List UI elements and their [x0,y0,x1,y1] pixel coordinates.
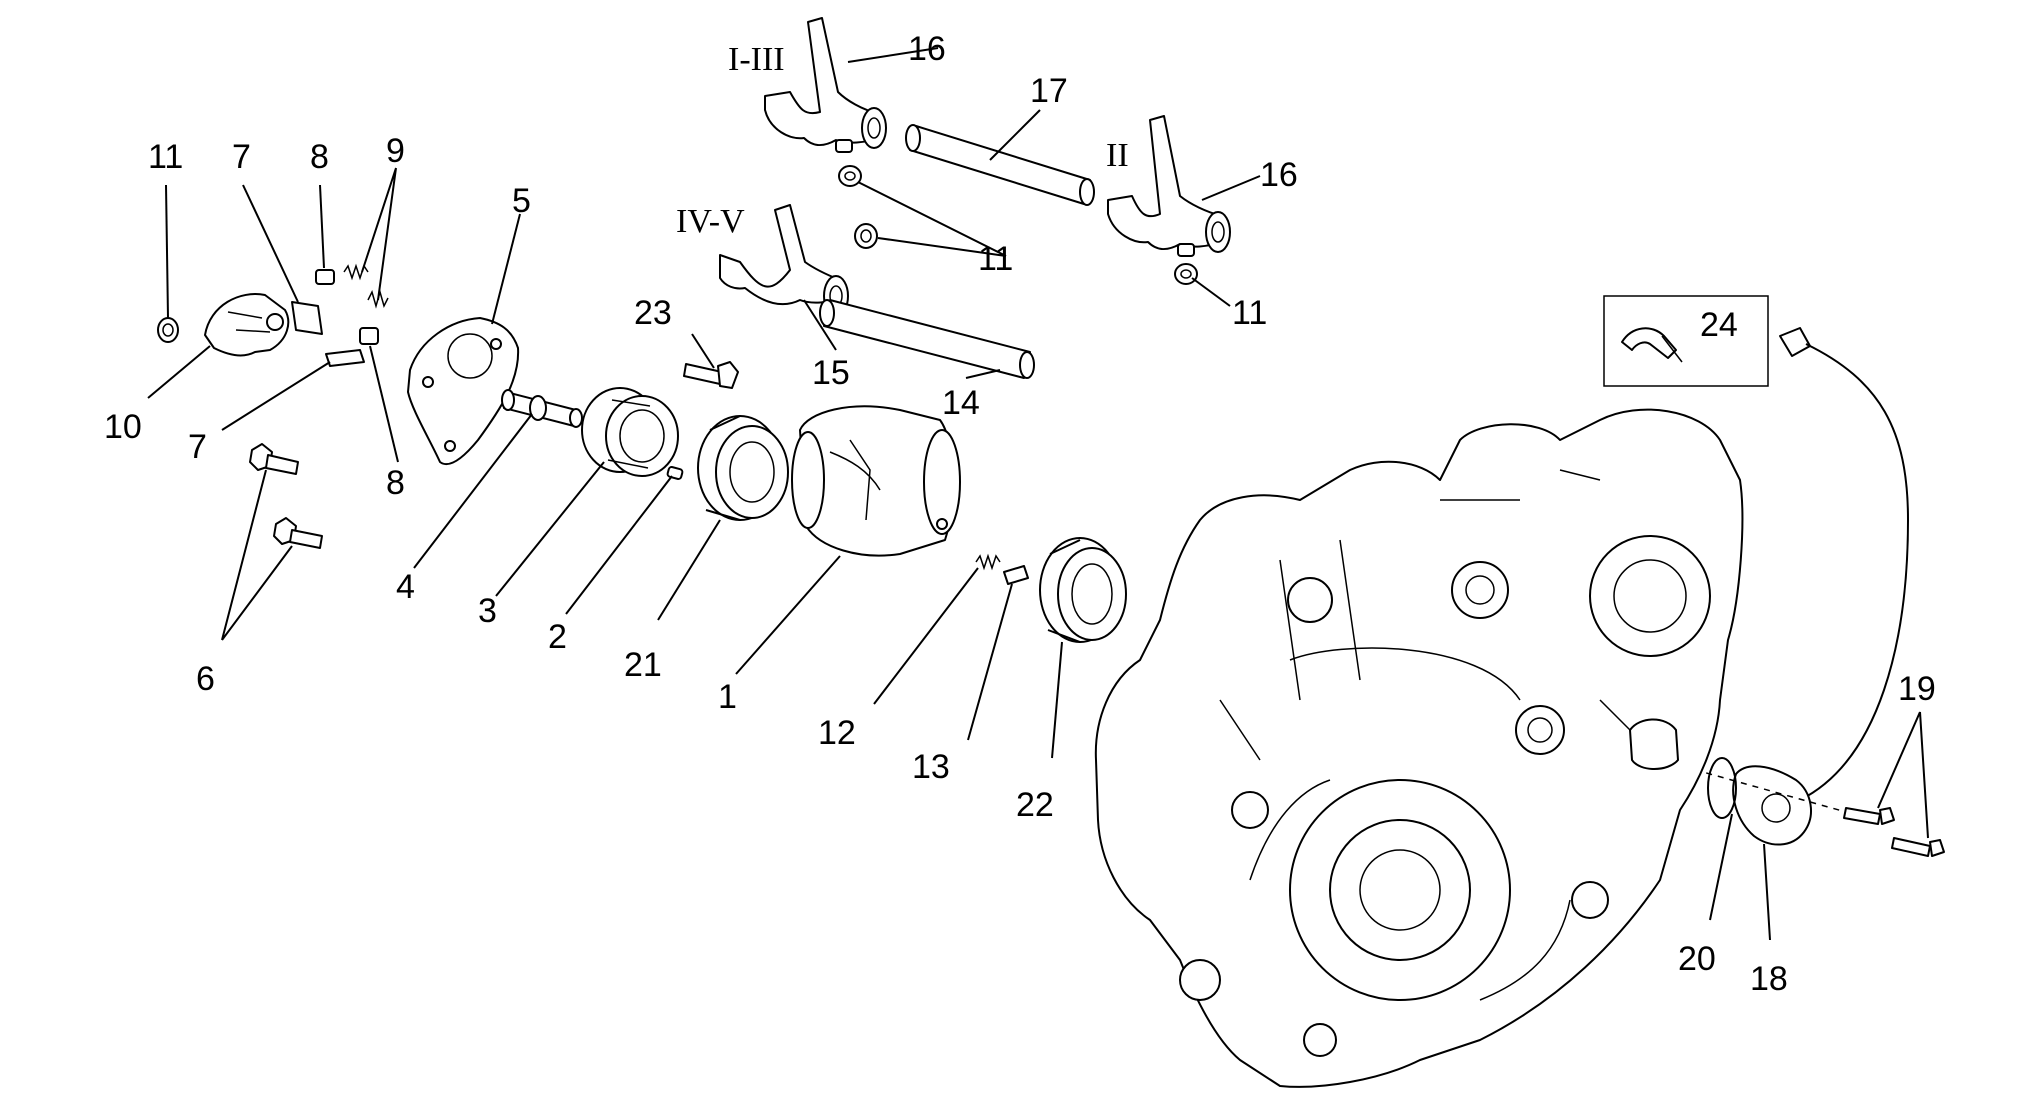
label-20: 20 [1678,940,1716,978]
label-22: 22 [1016,786,1054,824]
part-8-pin-lower [359,327,379,345]
label-23: 23 [634,294,672,332]
part-7-pawl-lower [325,349,365,367]
label-18: 18 [1750,960,1788,998]
label-24: 24 [1700,306,1738,344]
label-9: 9 [386,132,405,170]
label-19: 19 [1898,670,1936,708]
label-16-right: 16 [1260,156,1298,194]
part-11-nut-upper [838,165,862,187]
label-8-upper: 8 [310,138,329,176]
label-11-right: 11 [1232,294,1267,332]
gear-label-ii: II [1106,137,1129,174]
part-16-fork-i-iii [764,17,887,153]
part-12-spring [975,553,1001,571]
gear-label-i-iii: I-III [728,41,785,78]
gear-label-iv-v: IV-V [676,203,745,240]
label-17: 17 [1030,72,1068,110]
crankcase [1094,408,1744,1088]
part-3-drum-cam [581,387,679,477]
part-6-bolt-upper [249,443,299,475]
part-19-screws [1659,759,1945,857]
label-7-lower: 7 [188,428,207,466]
part-2-small-pin [666,466,684,480]
label-6: 6 [196,660,215,698]
leader-lines [147,47,1929,941]
label-11-middle: 11 [978,240,1013,278]
part-5-plate [407,317,520,466]
part-21-bearing [697,415,789,521]
part-11-nut-right [1174,263,1198,285]
label-8-lower: 8 [386,464,405,502]
label-12: 12 [818,714,856,752]
part-6-bolt-lower [273,517,323,549]
label-7-upper: 7 [232,138,251,176]
label-2: 2 [548,618,567,656]
part-8-pin-upper [315,269,335,285]
label-10: 10 [104,408,142,446]
label-16-upper: 16 [908,30,946,68]
part-17-rod [905,124,1095,206]
part-18-sensor-cover [1732,765,1812,846]
part-24-box [1603,295,1769,387]
part-4-shaft-pin [501,389,583,428]
part-sensor-wire [1779,327,1910,801]
label-1: 1 [718,678,737,716]
part-1-selector-drum [791,405,961,557]
part-22-bearing [1039,537,1127,643]
label-13: 13 [912,748,950,786]
part-14-rod [819,299,1035,379]
label-15: 15 [812,354,850,392]
part-10-selector-bracket [204,293,290,357]
part-20-o-ring [1707,757,1737,819]
label-21: 21 [624,646,662,684]
label-4: 4 [396,568,415,606]
label-5: 5 [512,182,531,220]
part-7-pawl-upper [291,301,323,335]
part-11-nut-middle [854,223,878,249]
label-14: 14 [942,384,980,422]
label-3: 3 [478,592,497,630]
part-11-nut-left [157,317,179,343]
part-16-fork-ii [1107,115,1231,257]
part-13-pin [1003,565,1029,585]
part-23-bolt [683,361,739,389]
label-11-left: 11 [148,138,183,176]
